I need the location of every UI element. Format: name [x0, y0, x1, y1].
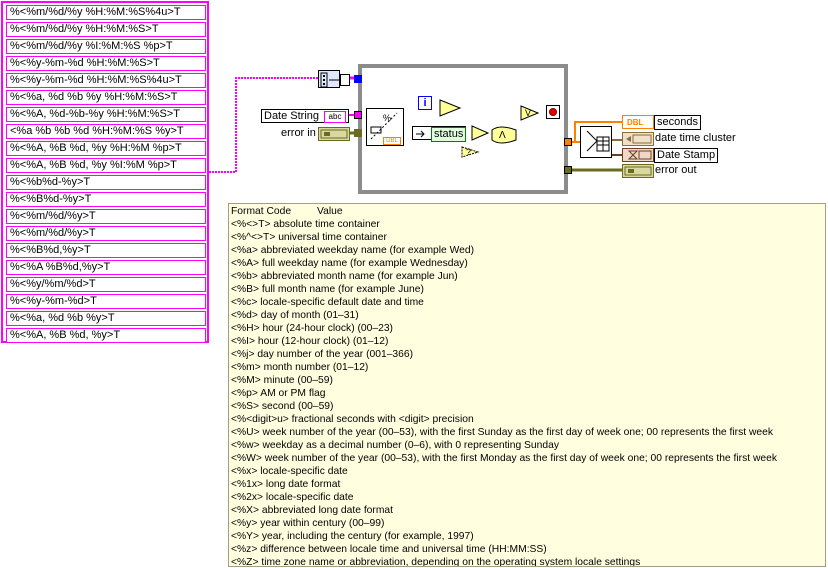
timestamp-icon — [627, 150, 652, 160]
doc-line: <%H> hour (24-hour clock) (00–23) — [231, 323, 393, 334]
doc-line: <%U> week number of the year (00–53), wi… — [231, 427, 774, 438]
array-element[interactable]: %<%m/%d/%y>T — [6, 226, 206, 241]
date-string-label: Date String — [264, 110, 320, 122]
format-string-array-constant[interactable]: %<%m/%d/%y %H:%M:%S%4u>T %<%m/%d/%y %H:%M… — [1, 1, 209, 343]
seconds-indicator: DBL — [622, 115, 654, 129]
error-out-label: error out — [655, 164, 697, 176]
and-symbol: Λ — [499, 130, 506, 141]
loop-tunnel-string[interactable] — [354, 111, 362, 119]
array-element[interactable]: %<%A, %B %d, %y %H:%M %p>T — [6, 141, 206, 156]
array-element[interactable]: %<%m/%d/%y %H:%M:%S%4u>T — [6, 5, 206, 20]
doc-line: <%w> weekday as a decimal number (0–6), … — [231, 440, 559, 451]
loop-tunnel-error-out[interactable] — [564, 166, 572, 174]
date-time-cluster-indicator — [622, 132, 654, 146]
doc-line: <%m> month number (01–12) — [231, 362, 369, 373]
doc-line: <%A> full weekday name (for example Wedn… — [231, 258, 468, 269]
doc-line: <%2x> locale-specific date — [231, 492, 354, 503]
loop-tunnel-error[interactable] — [354, 129, 362, 137]
loop-tunnel-int[interactable] — [354, 75, 362, 83]
date-stamp-indicator — [622, 148, 654, 162]
loop-tunnel-dbl[interactable] — [564, 138, 572, 146]
array-element[interactable]: %<%A %B%d,%y>T — [6, 260, 206, 275]
array-element[interactable]: %<%m/%d/%y>T — [6, 209, 206, 224]
error-cluster-icon — [320, 129, 348, 139]
array-element[interactable]: %<%y-%m-%d>T — [6, 294, 206, 309]
array-element[interactable]: %<%b%d-%y>T — [6, 175, 206, 190]
doc-header: Format Code Value — [231, 205, 825, 218]
doc-header-code: Format Code — [231, 206, 292, 217]
array-element[interactable]: %<%A, %d-%b-%y %H:%M:%S>T — [6, 107, 206, 122]
doc-line: <%1x> long date format — [231, 479, 341, 490]
doc-header-value: Value — [317, 206, 343, 217]
doc-line: <%<>T> absolute time container — [231, 219, 380, 230]
error-in-label: error in — [281, 127, 316, 139]
error-in-control[interactable] — [318, 127, 350, 141]
doc-line: <%j> day number of the year (001–366) — [231, 349, 414, 360]
doc-line: <%Y> year, including the century (for ex… — [231, 531, 474, 542]
seconds-wire — [574, 121, 622, 142]
doc-line: <%B> full month name (for example June) — [231, 284, 424, 295]
array-element[interactable]: %<%A, %B %d, %y %I:%M %p>T — [6, 158, 206, 173]
doc-lines: <%<>T> absolute time container <%^<>T> un… — [231, 218, 825, 567]
doc-line: <%I> hour (12-hour clock) (01–12) — [231, 336, 389, 347]
doc-line: <%b> abbreviated month name (for example… — [231, 271, 458, 282]
doc-line: <%X> abbreviated long date format — [231, 505, 393, 516]
error-out-icon — [624, 166, 652, 176]
doc-line: <%^<>T> universal time container — [231, 232, 387, 243]
doc-line: <%<digit>u> fractional seconds with <dig… — [231, 414, 474, 425]
svg-text:%: % — [383, 113, 391, 123]
array-element[interactable]: %<%y/%m/%d>T — [6, 277, 206, 292]
error-out-indicator — [622, 164, 654, 178]
doc-line: <%p> AM or PM flag — [231, 388, 326, 399]
seconds-to-date-node[interactable] — [580, 126, 612, 158]
string-type-badge: abc — [324, 111, 346, 123]
array-element[interactable]: <%a %b %b %d %H:%M:%S %y>T — [6, 124, 206, 139]
format-code-reference-label: Format Code Value <%<>T> absolute time co… — [228, 203, 826, 567]
array-element[interactable]: %<%m/%d/%y %I:%M:%S %p>T — [6, 39, 206, 54]
stop-terminal[interactable] — [546, 105, 560, 119]
doc-line: <%M> minute (00–59) — [231, 375, 333, 386]
seconds-label: seconds — [654, 115, 701, 130]
index-terminal[interactable] — [340, 74, 350, 86]
doc-line: <%x> locale-specific date — [231, 466, 348, 477]
array-element[interactable]: %<%a, %d %b %y %H:%M:%S>T — [6, 90, 206, 105]
array-string-wire — [209, 77, 318, 173]
date-time-cluster-label: date time cluster — [655, 132, 736, 144]
array-element[interactable]: %<%y-%m-%d %H:%M:%S%4u>T — [6, 73, 206, 88]
doc-line: <%z> difference between locale time and … — [231, 544, 547, 555]
seconds-type-badge: DBL — [627, 118, 644, 127]
arrow-right-icon — [416, 130, 425, 138]
unbundle-status-node[interactable]: status — [412, 126, 467, 142]
or-symbol: V — [525, 108, 532, 118]
clock-conversion-icon — [586, 130, 610, 152]
index-array-icon — [320, 72, 339, 88]
doc-line: <%y> year within century (00–99) — [231, 518, 385, 529]
array-element[interactable]: %<%m/%d/%y %H:%M:%S>T — [6, 22, 206, 37]
date-string-control[interactable]: Date String abc — [261, 109, 349, 123]
doc-line: <%Z> time zone name or abbreviation, dep… — [231, 557, 641, 567]
doc-line: <%S> second (00–59) — [231, 401, 334, 412]
array-element[interactable]: %<%a, %d %b %y>T — [6, 311, 206, 326]
status-label: status — [431, 127, 467, 142]
array-element[interactable]: %<%A, %B %d, %y>T — [6, 328, 206, 343]
date-stamp-label: Date Stamp — [654, 148, 719, 163]
cluster-icon — [626, 134, 652, 144]
doc-line: <%c> locale-specific default date and ti… — [231, 297, 424, 308]
doc-line: <%d> day of month (01–31) — [231, 310, 359, 321]
array-element[interactable]: %<%y-%m-%d %H:%M:%S>T — [6, 56, 206, 71]
index-array-node[interactable] — [318, 70, 340, 88]
scan-icon: % — [370, 112, 398, 140]
array-element[interactable]: %<%B%d-%y>T — [6, 192, 206, 207]
stop-icon — [549, 108, 557, 116]
question-symbol: ? — [466, 147, 472, 157]
array-element[interactable]: %<%B%d,%y>T — [6, 243, 206, 258]
dbl-badge: DBL — [383, 137, 401, 145]
doc-line: <%a> abbreviated weekday name (for examp… — [231, 245, 475, 256]
doc-line: <%W> week number of the year (00–53), wi… — [231, 453, 778, 464]
iteration-terminal[interactable]: i — [418, 96, 432, 110]
